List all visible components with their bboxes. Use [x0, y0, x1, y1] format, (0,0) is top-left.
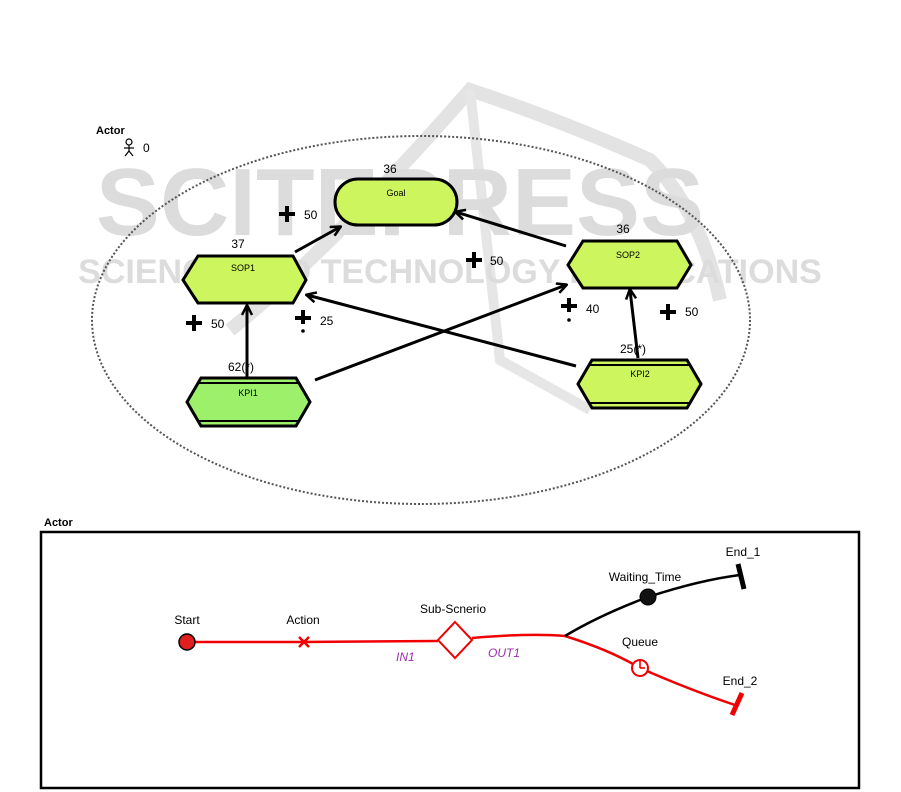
- path-waiting-branch: [565, 575, 740, 636]
- in-port-label: IN1: [396, 650, 415, 664]
- actor-score: 0: [143, 141, 150, 155]
- plus-icon: [660, 304, 676, 320]
- path-main-out: [472, 635, 565, 638]
- timer-icon[interactable]: [632, 660, 648, 676]
- goal-actor-label: Actor: [96, 125, 125, 137]
- link-kpi1-sop2: [315, 285, 566, 380]
- waiting-label: Waiting_Time: [609, 570, 682, 584]
- sop2-score: 36: [616, 222, 630, 236]
- kpi2-label: KPI2: [630, 369, 650, 379]
- sop1-score: 37: [231, 237, 245, 251]
- start-point[interactable]: [179, 634, 195, 650]
- contrib-sop2-goal: 50: [490, 254, 504, 268]
- sop1-label: SOP1: [231, 263, 255, 273]
- contrib-kpi2-sop2: 50: [685, 305, 699, 319]
- out-port-label: OUT1: [488, 646, 520, 660]
- watermark: SCITEPRESS SCIENCE AND TECHNOLOGY PUBLIC…: [78, 90, 822, 410]
- path-main-in: [187, 641, 438, 642]
- queue-label: Queue: [622, 635, 658, 649]
- some-plus-icon: [295, 310, 311, 333]
- contrib-sop1-goal: 50: [304, 208, 318, 222]
- action-label: Action: [286, 613, 319, 627]
- plus-icon: [186, 315, 202, 331]
- kpi1-label: KPI1: [238, 388, 258, 398]
- goal-score: 36: [383, 162, 397, 176]
- some-plus-icon: [561, 298, 577, 322]
- kpi2-node[interactable]: KPI2 25(*): [578, 342, 701, 408]
- contrib-kpi1-sop2: 40: [586, 302, 600, 316]
- end-1-bar[interactable]: [738, 564, 744, 589]
- end-2-label: End_2: [723, 674, 758, 688]
- contrib-kpi1-sop1: 50: [211, 317, 225, 331]
- start-label: Start: [174, 613, 200, 627]
- stub-diamond[interactable]: [438, 622, 472, 658]
- end-1-label: End_1: [726, 545, 761, 559]
- link-kpi2-sop1: [307, 295, 576, 366]
- component-box: [41, 532, 859, 788]
- contrib-kpi2-sop1: 25: [320, 314, 334, 328]
- kpi2-score: 25(*): [620, 342, 646, 356]
- kpi1-score: 62(*): [228, 360, 254, 374]
- sop2-label: SOP2: [616, 250, 640, 260]
- waiting-place[interactable]: [640, 589, 656, 605]
- scenario-model: Actor Start Action Sub-Scnerio IN1 OUT1 …: [41, 517, 859, 788]
- goal-label: Goal: [386, 188, 405, 198]
- stub-label: Sub-Scnerio: [420, 602, 486, 616]
- kpi1-node[interactable]: KPI1 62(*): [187, 360, 310, 426]
- scenario-actor-label: Actor: [44, 517, 73, 529]
